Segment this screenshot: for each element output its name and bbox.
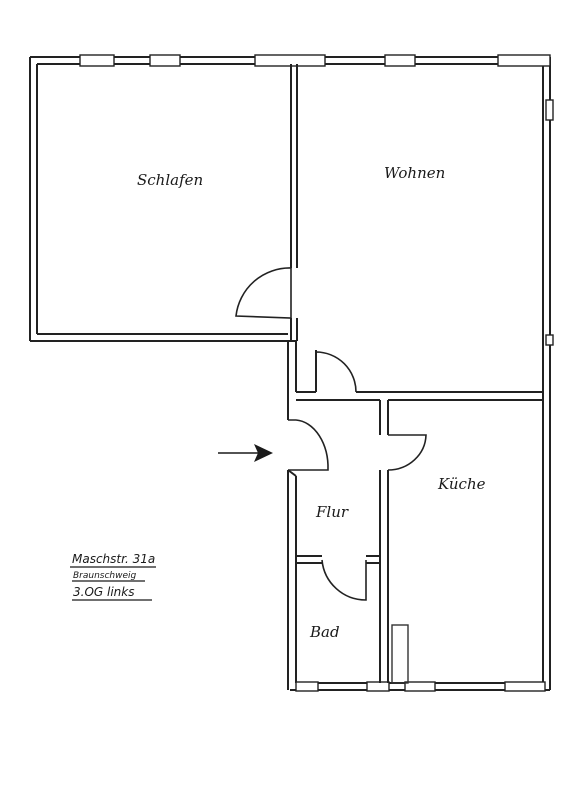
windows bbox=[79, 54, 554, 692]
door-entry bbox=[288, 419, 329, 471]
door-kueche bbox=[387, 434, 427, 471]
door-schlafen bbox=[235, 267, 292, 319]
room-label-bad: Bad bbox=[309, 623, 340, 641]
address-floor: 3.OG links bbox=[73, 585, 134, 599]
room-label-wohnen: Wohnen bbox=[384, 164, 445, 182]
room-label-schlafen: Schlafen bbox=[137, 171, 203, 189]
address-city: Braunschweig bbox=[73, 571, 137, 581]
door-bad bbox=[321, 559, 367, 601]
interior-walls bbox=[287, 64, 543, 684]
doors bbox=[235, 267, 427, 601]
room-label-flur: Flur bbox=[315, 503, 349, 521]
entry-arrow-icon bbox=[218, 444, 273, 462]
address-street: Maschstr. 31a bbox=[72, 552, 155, 566]
room-label-kueche: Küche bbox=[437, 475, 486, 493]
address-block: Maschstr. 31a Braunschweig 3.OG links bbox=[70, 552, 156, 601]
door-wohnen bbox=[315, 351, 357, 393]
